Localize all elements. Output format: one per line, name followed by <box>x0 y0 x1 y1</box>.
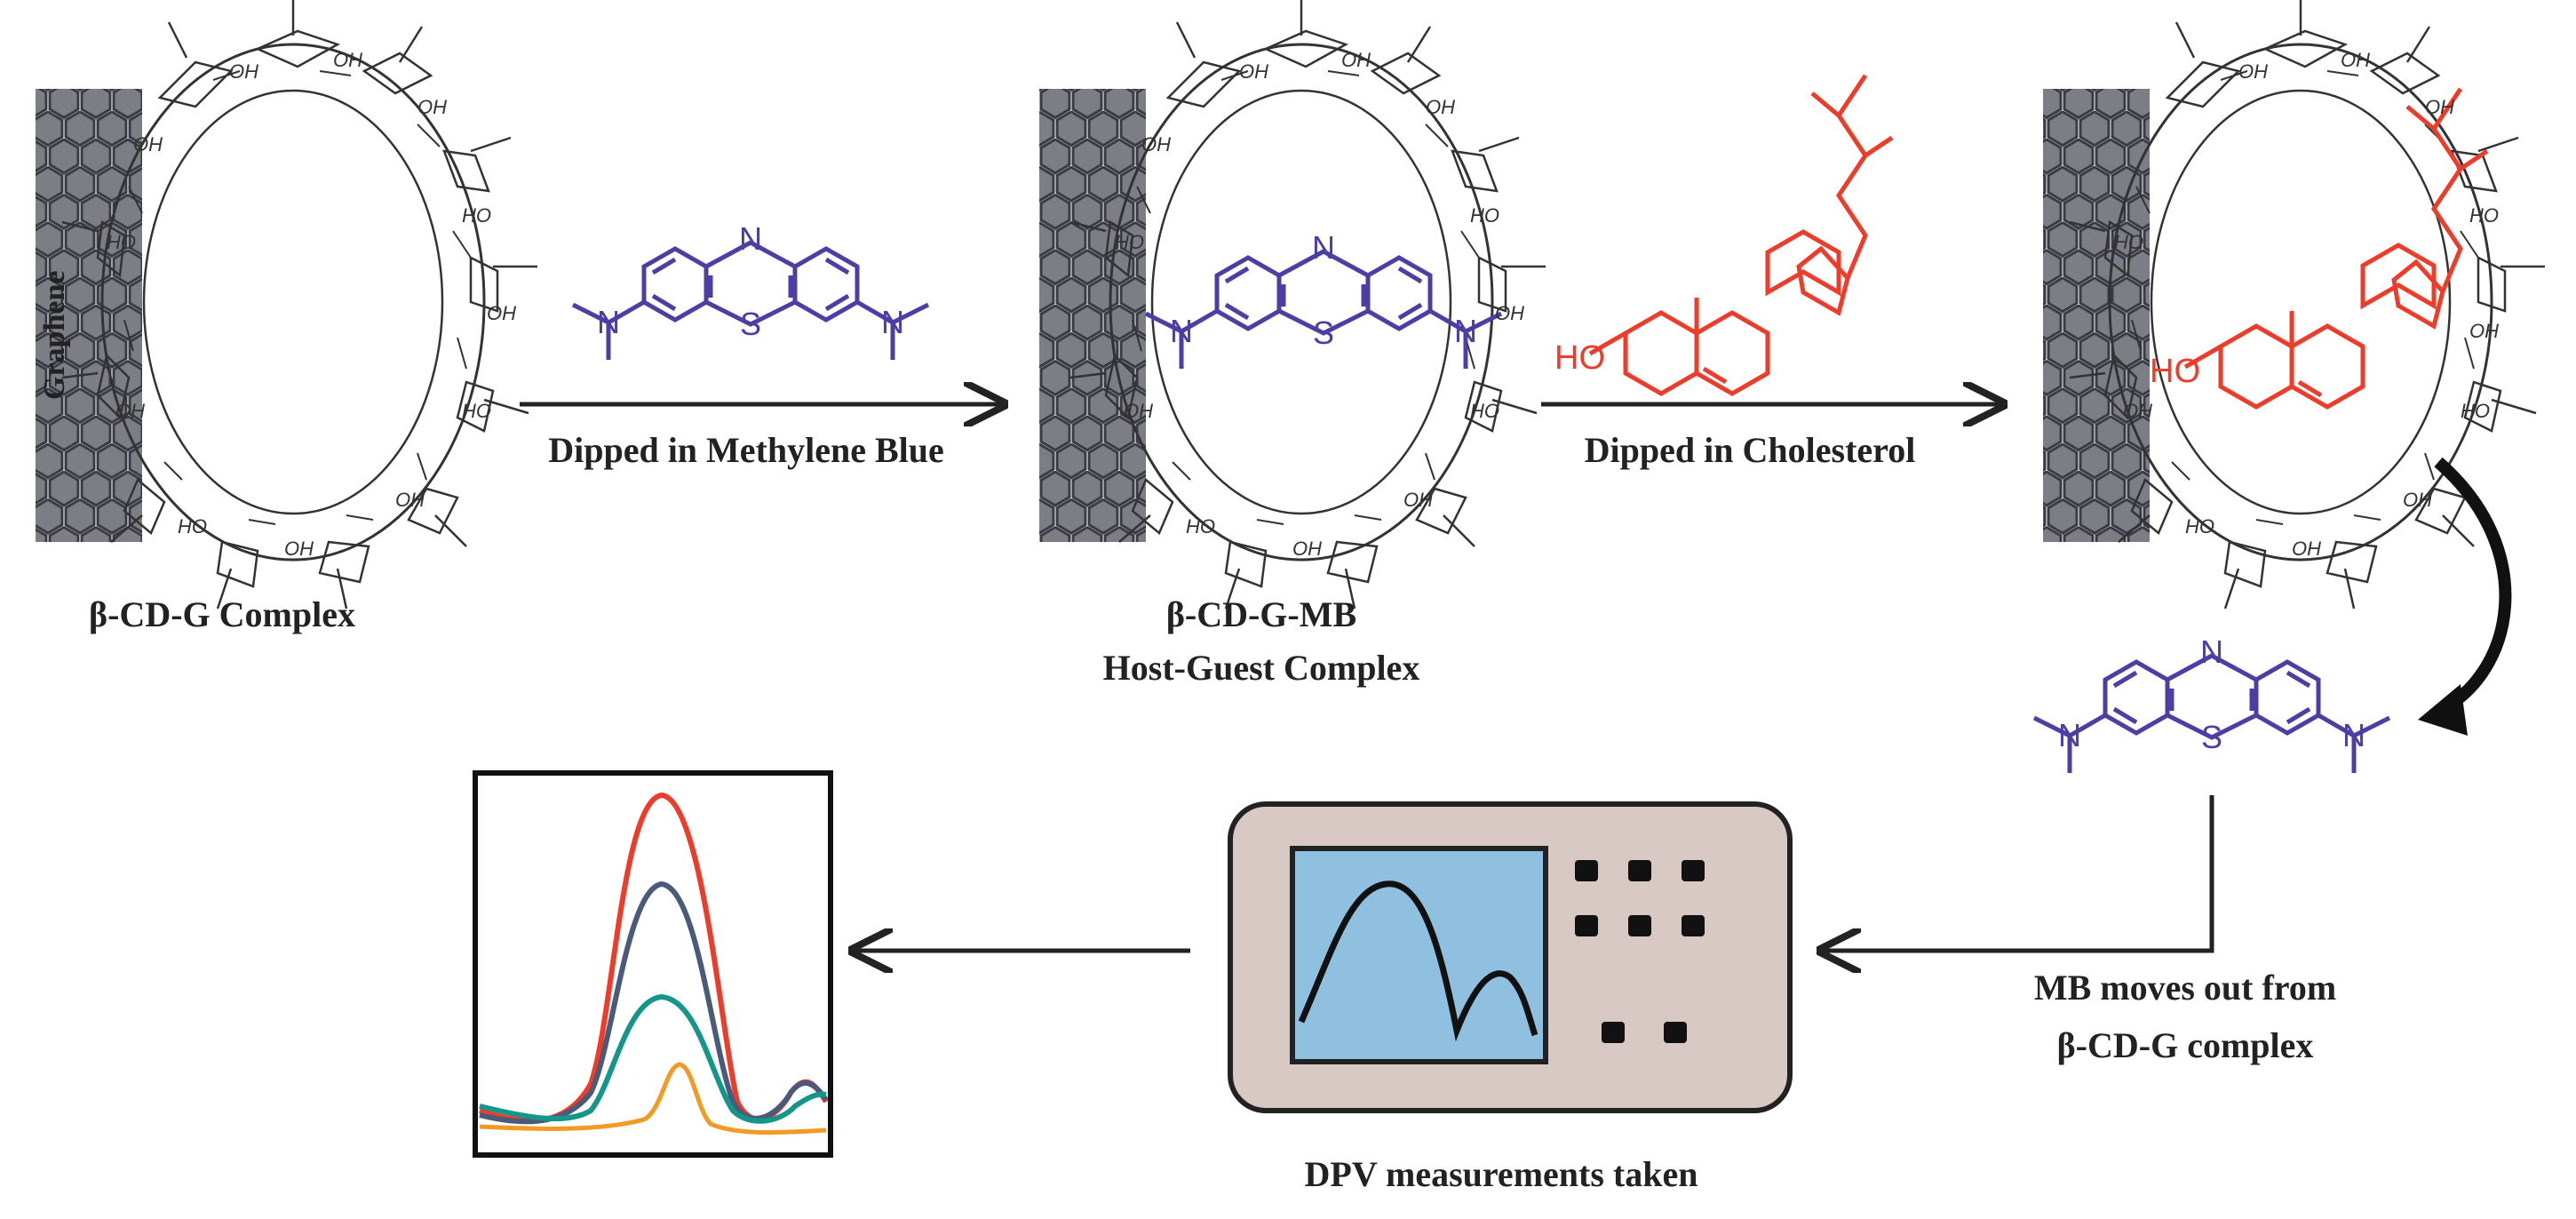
svg-text:OH: OH <box>2238 60 2268 83</box>
dpv-curve-slate <box>479 880 829 1125</box>
potentiostat-instrument-icon <box>1228 801 1793 1113</box>
oh-labels-3: OH OH OH HO OH HO OH OH HO OH HO <box>2114 49 2499 560</box>
dpv-curve-orange <box>479 1062 827 1135</box>
svg-text:HO: HO <box>462 204 491 227</box>
svg-text:OH: OH <box>115 400 145 422</box>
oh-labels-2: OH OH OH HO OH HO OH OH HO OH HO OH <box>1115 49 1524 560</box>
svg-text:HO: HO <box>1470 204 1499 227</box>
complex-1-label: β-CD-G Complex <box>89 594 355 634</box>
svg-text:HO: HO <box>1470 400 1499 422</box>
svg-text:OH: OH <box>1403 489 1433 511</box>
svg-text:OH: OH <box>2341 49 2370 71</box>
svg-text:HO: HO <box>107 231 136 253</box>
cholesterol-molecule-icon <box>1554 76 1892 394</box>
svg-text:OH: OH <box>1239 60 1268 83</box>
dpv-label: DPV measurements taken <box>1305 1154 1698 1194</box>
svg-text:OH: OH <box>487 302 516 324</box>
complex-2-label-line1: β-CD-G-MB <box>1166 594 1356 634</box>
oh-labels-1: OH OH OH HO OH HO OH OH HO OH HO OH <box>107 49 516 560</box>
graphene-sheet-icon <box>1039 89 1146 542</box>
svg-text:OH: OH <box>1292 538 1322 560</box>
svg-text:OH: OH <box>333 49 362 71</box>
svg-text:OH: OH <box>284 538 314 560</box>
mb-out-label-line2: β-CD-G complex <box>2057 1025 2314 1065</box>
svg-text:OH: OH <box>417 96 447 118</box>
svg-text:HO: HO <box>178 515 207 538</box>
svg-text:HO: HO <box>462 400 491 422</box>
svg-text:OH: OH <box>2403 489 2432 511</box>
svg-text:OH: OH <box>1495 302 1524 324</box>
curved-arrow <box>2434 457 2512 717</box>
svg-text:OH: OH <box>2425 96 2454 118</box>
svg-text:HO: HO <box>2461 400 2490 422</box>
svg-text:OH: OH <box>229 60 258 83</box>
methylene-blue-molecule-icon <box>573 220 928 360</box>
svg-text:OH: OH <box>2469 320 2499 342</box>
svg-text:OH: OH <box>2123 400 2152 422</box>
svg-text:OH: OH <box>133 133 163 155</box>
complex-2-label-line2: Host-Guest Complex <box>1103 648 1420 688</box>
svg-text:OH: OH <box>395 489 425 511</box>
svg-text:OH: OH <box>2292 538 2321 560</box>
svg-text:OH: OH <box>1426 96 1455 118</box>
svg-text:OH: OH <box>1124 400 1153 422</box>
mb-out-label-line1: MB moves out from <box>2034 968 2336 1008</box>
graphene-label: Graphene <box>38 271 71 400</box>
dpv-curve-teal <box>479 993 827 1124</box>
curved-arrow-head <box>2418 684 2468 736</box>
svg-text:HO: HO <box>2185 515 2214 538</box>
dpv-plot-icon <box>473 770 833 1158</box>
methylene-blue-molecule-icon <box>2034 633 2389 773</box>
svg-text:OH: OH <box>1341 49 1371 71</box>
svg-text:OH: OH <box>1141 133 1171 155</box>
arrow-to-instrument <box>1821 795 2214 951</box>
svg-text:HO: HO <box>1186 515 1215 538</box>
graphene-sheet-icon <box>2043 89 2150 542</box>
svg-text:HO: HO <box>2114 231 2143 253</box>
step-2-label: Dipped in Cholesterol <box>1585 430 1916 470</box>
step-1-label: Dipped in Methylene Blue <box>548 430 944 470</box>
svg-text:HO: HO <box>2469 204 2499 227</box>
svg-text:HO: HO <box>1115 231 1144 253</box>
cholesterol-molecule-icon <box>2150 89 2487 407</box>
graphene-sheet-icon <box>36 89 142 542</box>
